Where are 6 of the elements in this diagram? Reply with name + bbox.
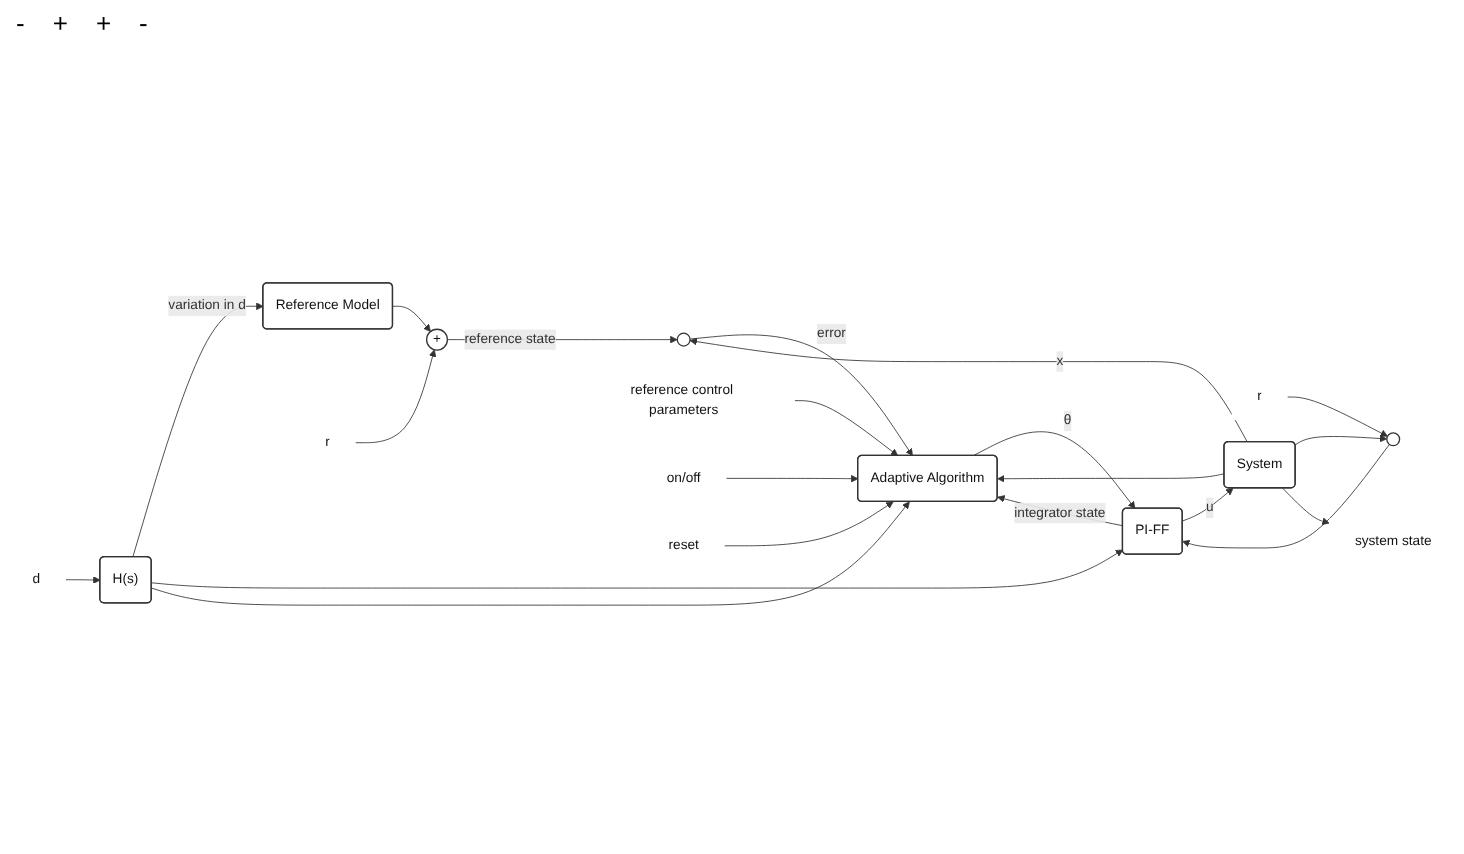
node-circle bbox=[676, 332, 691, 347]
node-circle bbox=[1386, 432, 1401, 447]
sign-label: + bbox=[95, 7, 112, 37]
sign-label: - bbox=[16, 7, 25, 37]
sign-label: + bbox=[52, 7, 68, 37]
sign-label: - bbox=[139, 7, 148, 37]
